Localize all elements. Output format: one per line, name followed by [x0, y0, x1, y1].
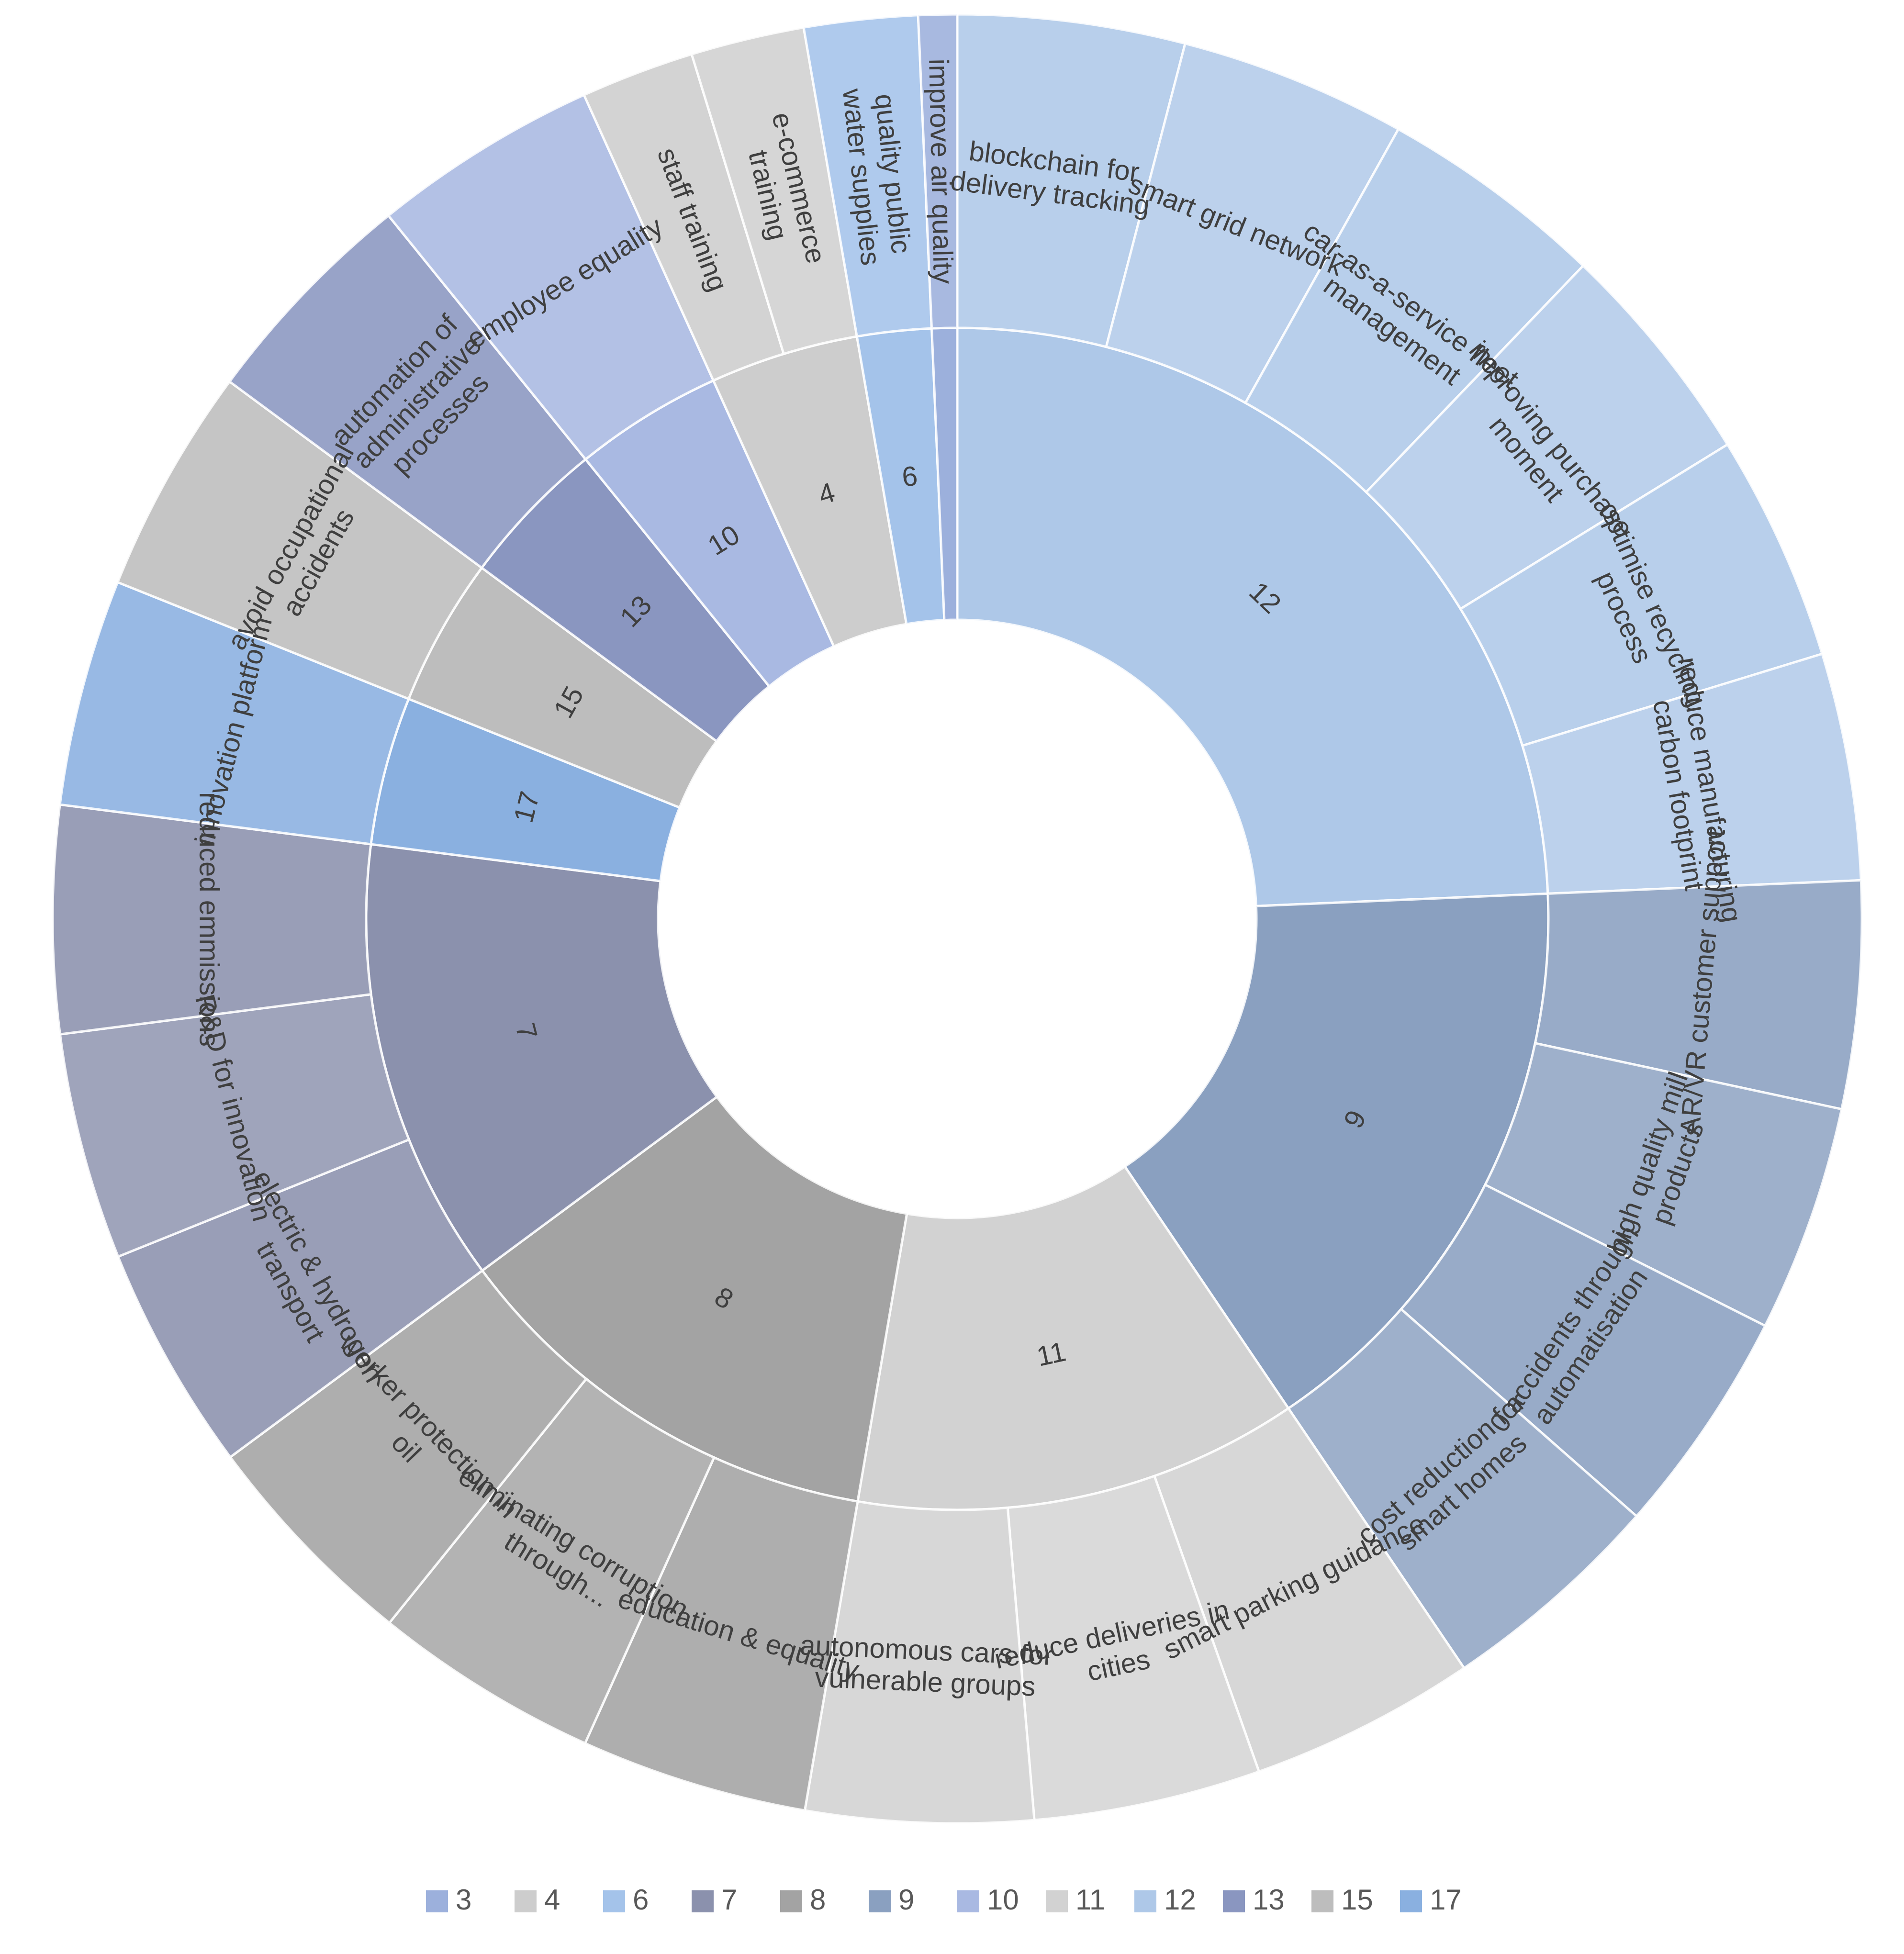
- inner-label-6: 6: [900, 460, 919, 493]
- legend-swatch-9: [869, 1890, 891, 1912]
- legend-swatch-11: [1046, 1890, 1068, 1912]
- legend-label-3: 3: [456, 1884, 471, 1916]
- inner-label-11: 11: [1034, 1336, 1069, 1372]
- legend-swatch-17: [1400, 1890, 1422, 1912]
- legend-swatch-3: [426, 1890, 448, 1912]
- outer-label-autonomous-cars-for-vulnerable-groups: autonomous cars forvulnerable groups: [798, 1630, 1053, 1703]
- inner-label-17: 17: [508, 788, 546, 826]
- legend-swatch-6: [603, 1890, 625, 1912]
- legend-label-6: 6: [633, 1884, 649, 1916]
- legend-swatch-4: [515, 1890, 537, 1912]
- legend-label-9: 9: [898, 1884, 914, 1916]
- legend-label-8: 8: [810, 1884, 826, 1916]
- legend-label-4: 4: [544, 1884, 560, 1916]
- outer-label-reduced-emmissions: reduced emmissions: [193, 792, 224, 1047]
- legend-label-12: 12: [1164, 1884, 1196, 1916]
- legend-swatch-10: [957, 1890, 979, 1912]
- legend-label-7: 7: [721, 1884, 737, 1916]
- legend-swatch-12: [1134, 1890, 1156, 1912]
- legend-label-10: 10: [987, 1884, 1019, 1916]
- legend-label-15: 15: [1341, 1884, 1373, 1916]
- sunburst-rings: [51, 13, 1863, 1825]
- legend-swatch-15: [1311, 1890, 1333, 1912]
- legend-swatch-7: [692, 1890, 714, 1912]
- chart-legend: 3 4 6 7 8 9 10 11 12 13 15 17: [426, 1884, 1462, 1916]
- legend-label-17: 17: [1430, 1884, 1462, 1916]
- outer-label-improve-air-quality: improve air quality: [923, 58, 959, 284]
- legend-label-11: 11: [1075, 1884, 1105, 1916]
- legend-swatch-13: [1223, 1890, 1245, 1912]
- legend-swatch-8: [780, 1890, 802, 1912]
- outer-segment-improve-air-quality: [917, 13, 959, 330]
- legend-label-13: 13: [1253, 1884, 1285, 1916]
